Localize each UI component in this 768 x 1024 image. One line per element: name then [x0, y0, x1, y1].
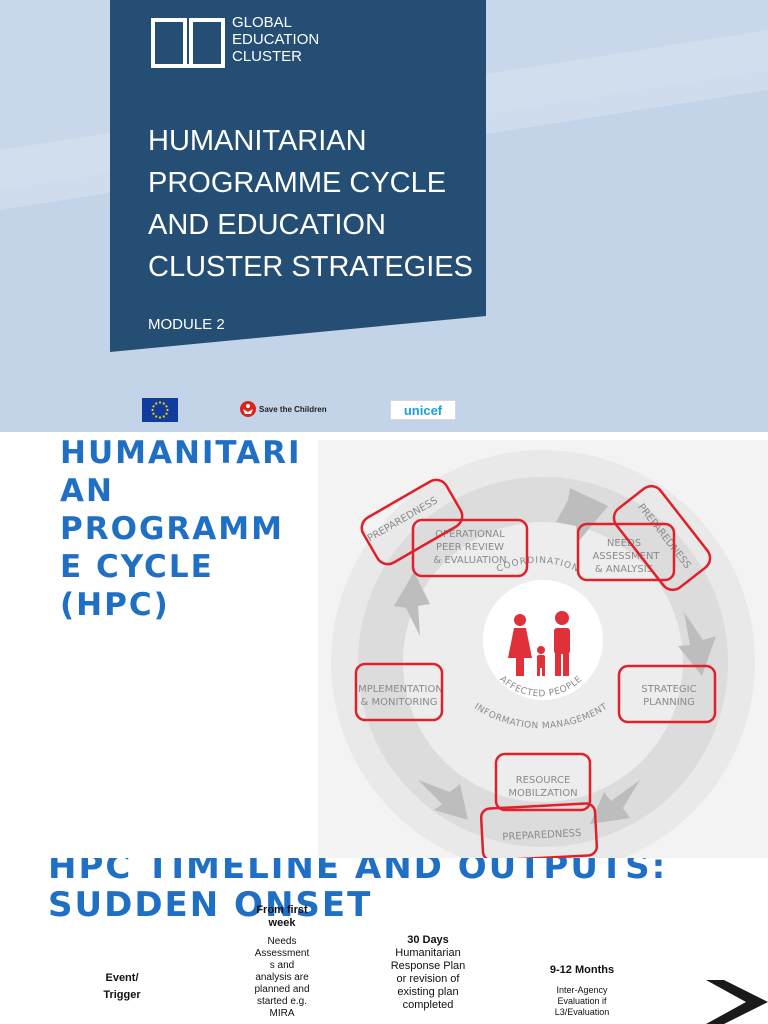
- first-week-body-line: s and: [269, 960, 295, 971]
- timeline-title-line: HPC TIMELINE AND OUTPUTS:: [48, 858, 668, 887]
- thirty-days-body: Humanitarian Response Plan or revision o…: [386, 947, 470, 1012]
- thirty-days-body-line: or revision of: [396, 973, 460, 985]
- first-week-body-line: Needs: [267, 936, 297, 947]
- title-slide: GLOBAL EDUCATION CLUSTER HUMANITARIAN PR…: [0, 0, 768, 432]
- thirty-days-body-line: existing plan: [397, 986, 459, 998]
- thirty-days-body-line: Humanitarian: [395, 947, 461, 959]
- stage-resource-line: MOBILZATION: [508, 788, 577, 799]
- logo-text: GLOBAL EDUCATION CLUSTER: [232, 14, 319, 65]
- first-week-heading-line: week: [268, 917, 296, 929]
- timeline-first-week: From first week Needs Assessment s and a…: [252, 904, 312, 1020]
- module-label: MODULE 2: [148, 316, 225, 333]
- thirty-days-body-line: completed: [402, 999, 454, 1011]
- stage-implementation-line: IMPLEMENTATION: [355, 684, 443, 695]
- logo-line: EDUCATION: [232, 31, 320, 48]
- stage-peer-review-line: PEER REVIEW: [436, 542, 504, 553]
- timeline-9-12-months: 9-12 Months Inter-Agency Evaluation if L…: [544, 964, 620, 1018]
- first-week-body-line: started e.g.: [256, 996, 308, 1007]
- months-body-line: L3/Evaluation: [554, 1007, 610, 1017]
- timeline-slide: HPC TIMELINE AND OUTPUTS: SUDDEN ONSET E…: [0, 858, 768, 1024]
- arrow-left-icon: [394, 572, 430, 636]
- first-week-body-line: planned and: [254, 984, 310, 995]
- title-line: HUMANITARIAN: [148, 125, 367, 157]
- first-week-heading-line: From first: [256, 904, 308, 916]
- first-week-body-line: Assessment: [254, 948, 310, 959]
- thirty-days-body-line: Response Plan: [390, 960, 466, 972]
- months-heading: 9-12 Months: [549, 964, 615, 976]
- title-line: AND EDUCATION: [148, 209, 386, 241]
- stage-needs-line: & ANALYSIS: [595, 564, 653, 575]
- arrow-right-icon: [678, 612, 716, 676]
- highlight-strategic: [617, 664, 717, 724]
- hpc-cycle-diagram: COORDINATION INFORMATION MANAGEMENT AFFE…: [318, 440, 768, 866]
- title-line: PROGRAMME CYCLE: [148, 167, 447, 199]
- highlight-needs: [576, 522, 676, 582]
- unicef-text: unicef: [403, 402, 443, 418]
- cycle-arrows: [394, 488, 716, 824]
- stage-strategic-line: STRATEGIC: [641, 684, 696, 695]
- arrow-bottom-right-icon: [590, 780, 640, 824]
- timeline-title: HPC TIMELINE AND OUTPUTS: SUDDEN ONSET: [48, 858, 667, 924]
- partner-logos: Save the Children unicef: [0, 398, 768, 422]
- highlight-preparedness-right: [612, 484, 712, 592]
- event-line: Event/: [105, 972, 139, 984]
- timeline-title-line: SUDDEN ONSET: [48, 885, 373, 925]
- timeline-event-trigger: Event/ Trigger: [92, 970, 152, 1004]
- stage-resource-line: RESOURCE: [516, 775, 571, 786]
- affected-people-icon: [508, 611, 570, 676]
- save-the-children-logo: Save the Children: [240, 401, 327, 417]
- save-the-children-text: Save the Children: [259, 404, 327, 414]
- stage-strategic-line: PLANNING: [643, 697, 695, 708]
- timeline-arrow-icon: [706, 980, 768, 1024]
- title-line: CLUSTER STRATEGIES: [148, 251, 473, 283]
- logo-line: GLOBAL: [232, 14, 293, 31]
- logo-line: CLUSTER: [232, 48, 303, 65]
- arrow-top-icon: [556, 488, 608, 542]
- hpc-title: HUMANITARI AN PROGRAMM E CYCLE (HPC): [60, 435, 302, 623]
- hpc-slide: HUMANITARI AN PROGRAMM E CYCLE (HPC): [0, 432, 768, 866]
- highlight-resource: [494, 752, 592, 812]
- title-panel: [110, 0, 486, 352]
- arrow-bottom-left-icon: [418, 780, 468, 820]
- first-week-heading: From first week: [252, 904, 312, 930]
- timeline-30-days: 30 Days Humanitarian Response Plan or re…: [386, 934, 470, 1012]
- highlight-implementation: [354, 662, 444, 722]
- highlight-preparedness-left: [360, 478, 464, 566]
- highlight-boxes: [354, 478, 717, 862]
- stage-needs-line: ASSESSMENT: [592, 551, 660, 562]
- save-the-children-icon: [240, 401, 256, 417]
- center-circle: [483, 580, 603, 700]
- highlight-peer-review: [411, 518, 529, 578]
- first-week-body-line: analysis are: [255, 972, 309, 983]
- thirty-days-heading: 30 Days: [407, 934, 449, 946]
- preparedness-label-bottom: PREPAREDNESS: [502, 828, 581, 843]
- highlight-preparedness-bottom: [479, 802, 599, 862]
- open-book-icon: [151, 18, 225, 68]
- eu-flag-icon: [142, 398, 178, 422]
- stage-implementation-line: & MONITORING: [360, 697, 437, 708]
- presentation-title: HUMANITARIAN PROGRAMME CYCLE AND EDUCATI…: [148, 120, 488, 288]
- months-body-line: Inter-Agency: [556, 985, 608, 995]
- event-line: Trigger: [103, 989, 141, 1001]
- unicef-logo: unicef: [390, 400, 456, 420]
- months-body: Inter-Agency Evaluation if L3/Evaluation: [544, 985, 620, 1018]
- months-body-line: Evaluation if: [557, 996, 607, 1006]
- first-week-body: Needs Assessment s and analysis are plan…: [252, 936, 312, 1020]
- stage-needs-line: NEEDS: [607, 538, 641, 549]
- first-week-body-line: MIRA: [269, 1008, 295, 1019]
- stage-peer-review-line: & EVALUATION: [433, 555, 506, 566]
- cluster-logo: GLOBAL EDUCATION CLUSTER: [150, 14, 319, 70]
- stage-peer-review-line: OPERATIONAL: [435, 529, 505, 540]
